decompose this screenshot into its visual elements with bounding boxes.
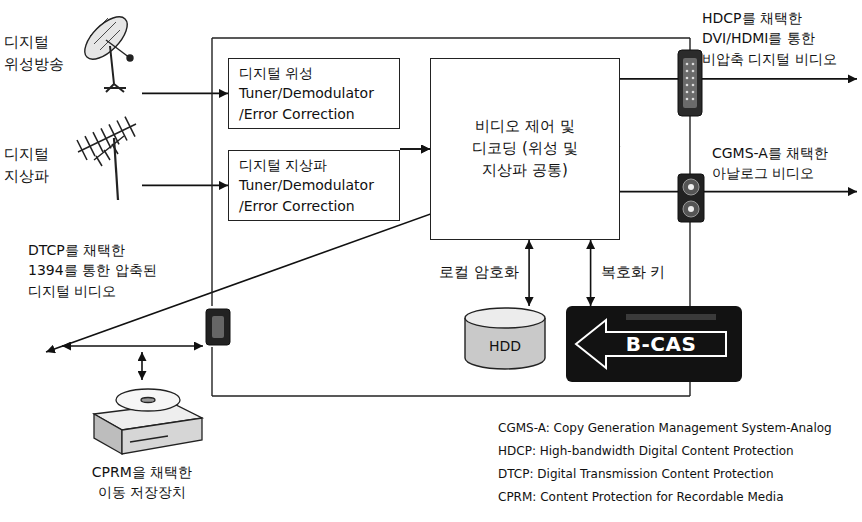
- connector: [528, 240, 530, 306]
- connector: [590, 240, 592, 306]
- node-label: HDCP를 채택한 DVI/HDMI를 통한 비압축 디지털 비디오: [702, 8, 857, 69]
- connector: [142, 185, 228, 187]
- ieee1394-external-arrow: [62, 346, 203, 347]
- node-label: CGMS-A를 채택한 아날로그 비디오: [712, 143, 857, 184]
- hdd-node: HDD: [462, 306, 548, 372]
- ieee1394-node: DTCP를 채택한 1394를 통한 압축된 디지털 비디오: [28, 238, 238, 352]
- node-label: 디지털 지상파: [4, 144, 76, 188]
- node-label: CPRM을 채택한 이동 저장장치: [78, 462, 206, 503]
- output-digital: HDCP를 채택한 DVI/HDMI를 통한 비압축 디지털 비디오: [702, 6, 857, 87]
- node-label: 비디오 제어 및 디코딩 (위성 및 지상파 공통): [461, 116, 589, 181]
- source-terrestrial: 디지털 지상파: [4, 108, 142, 203]
- node-label: HDD: [466, 336, 544, 356]
- connector: [142, 93, 228, 95]
- storage-node: CPRM을 채택한 이동 저장장치: [78, 380, 206, 515]
- decoder-box: 비디오 제어 및 디코딩 (위성 및 지상파 공통): [430, 58, 620, 240]
- connector: [620, 78, 857, 80]
- edge-label: 로컬 암호화: [437, 263, 521, 283]
- connector: [400, 148, 430, 150]
- connector: [141, 352, 143, 380]
- abbreviation-note: CPRM: Content Protection for Recordable …: [498, 489, 784, 506]
- node-label: DTCP를 채택한 1394를 통한 압축된 디지털 비디오: [28, 240, 178, 301]
- dvi-connector: [678, 50, 702, 116]
- node-label: 디지털 위성 Tuner/Demodulator /Error Correcti…: [239, 63, 389, 124]
- abbreviation-note: CGMS-A: Copy Generation Management Syste…: [498, 420, 832, 437]
- node-label: B-CAS: [580, 332, 742, 356]
- abbreviation-note: HDCP: High-bandwidth Digital Content Pro…: [498, 443, 794, 460]
- connector: [400, 148, 430, 150]
- ieee1394-connector: [205, 308, 231, 346]
- terrestrial-antenna: [74, 110, 140, 202]
- node-label: 디지털 위성방송: [4, 32, 76, 76]
- bcas-node: B-CAS: [566, 306, 742, 382]
- tuner-box: 디지털 위성 Tuner/Demodulator /Error Correcti…: [228, 58, 400, 129]
- node-label: 디지털 지상파 Tuner/Demodulator /Error Correct…: [239, 155, 389, 216]
- edge-label: 복호화 키: [599, 263, 668, 283]
- satellite-dish: [76, 6, 142, 96]
- rca-connector: [678, 174, 704, 222]
- connector: [620, 191, 857, 193]
- output-analog: CGMS-A를 채택한 아날로그 비디오: [712, 143, 857, 200]
- source-satellite: 디지털 위성방송: [4, 6, 142, 98]
- removable-storage-device: [78, 380, 206, 460]
- abbreviation-note: DTCP: Digital Transmission Content Prote…: [498, 466, 774, 483]
- tuner-box: 디지털 지상파 Tuner/Demodulator /Error Correct…: [228, 150, 400, 221]
